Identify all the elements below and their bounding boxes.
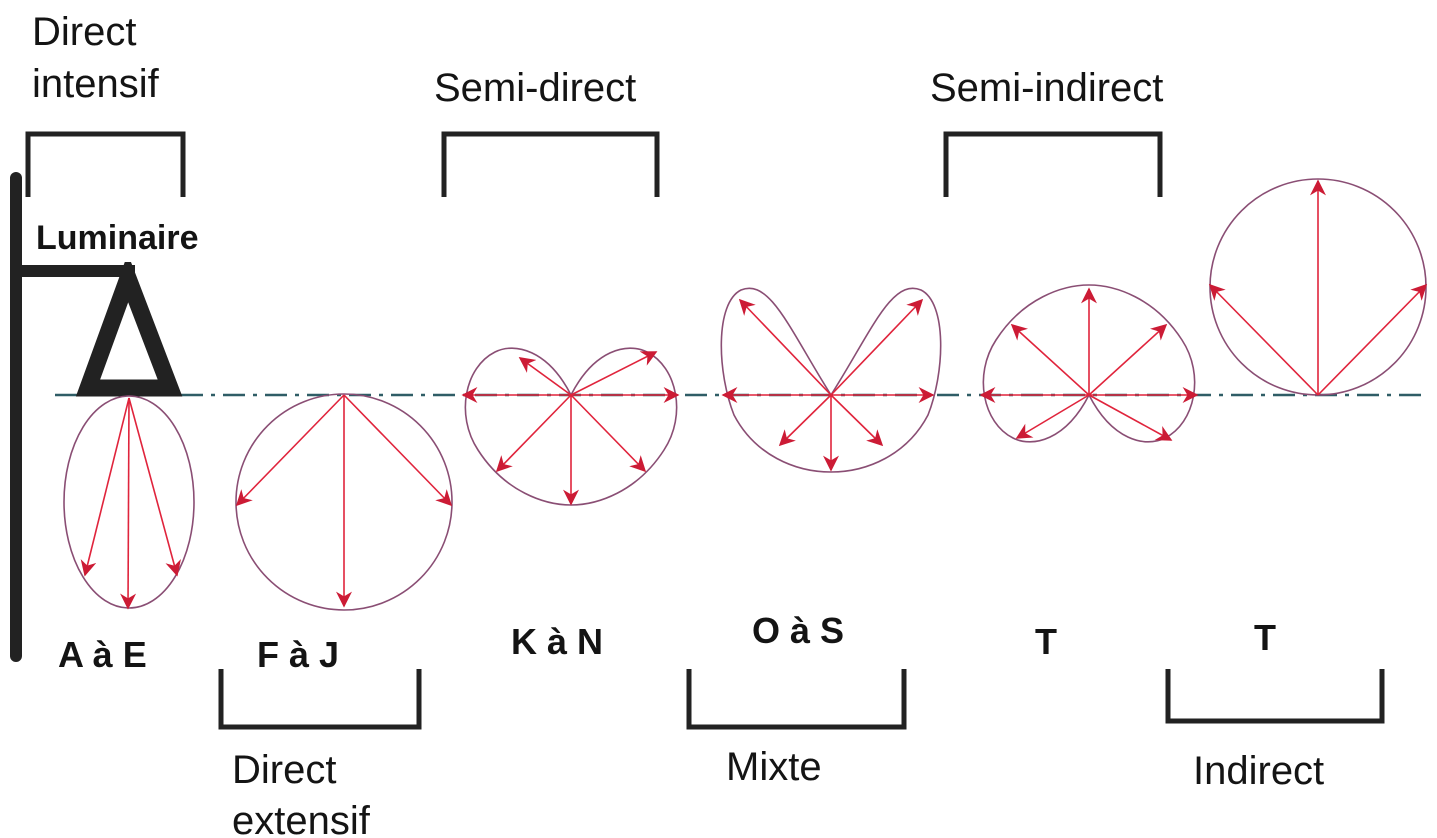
semi-indirect-arrow-6 — [1015, 394, 1090, 439]
bracket-direct-extensif — [218, 669, 422, 730]
label-semi-indirect: Semi-indirect — [930, 66, 1163, 110]
indirect-arrow-1 — [1208, 283, 1319, 396]
class-code-a-to-e: A à E — [58, 634, 147, 675]
bracket-direct-intensif — [25, 131, 186, 197]
mixte-arrow-5 — [830, 394, 884, 447]
direct-intensif-arrow-3 — [128, 397, 181, 577]
direct-extensif-arrow-1 — [235, 394, 345, 507]
curve-mixte — [720, 287, 942, 473]
bracket-semi-indirect — [943, 131, 1163, 197]
luminaire — [10, 172, 183, 662]
luminaire-label-backdrop — [22, 200, 288, 262]
indirect-arrow-3 — [1317, 283, 1428, 396]
direct-extensif-arrow-3 — [343, 394, 453, 507]
semi-direct-arrow-5 — [570, 394, 647, 473]
semi-direct-arrow-1 — [518, 357, 572, 396]
label-direct-extensif-line2: extensif — [232, 799, 371, 838]
top-brackets — [25, 131, 1163, 197]
luminaire-triangle-icon — [75, 253, 183, 397]
label-direct-extensif-line1: Direct — [232, 748, 336, 792]
mixte-arrow-1 — [738, 298, 832, 396]
label-direct-intensif-line2: intensif — [32, 62, 160, 106]
mixte-arrow-3 — [778, 394, 832, 447]
semi-direct-arrow-7 — [570, 351, 658, 396]
direct-intensif-arrow-2 — [120, 397, 137, 610]
semi-indirect-arrow-3 — [1088, 323, 1168, 396]
distribution-curves — [63, 178, 1428, 611]
semi-indirect-arrow-7 — [1088, 394, 1173, 441]
bottom-brackets — [218, 669, 1385, 730]
label-direct-intensif-line1: Direct — [32, 10, 136, 54]
bracket-indirect — [1165, 669, 1385, 724]
direct-intensif-arrow-1 — [80, 397, 130, 577]
class-code-o-to-s: O à S — [752, 610, 844, 651]
semi-indirect-arrow-1 — [1010, 323, 1090, 396]
label-indirect: Indirect — [1193, 749, 1324, 793]
luminaire-label: Luminaire — [36, 219, 198, 257]
class-code-f-to-j: F à J — [257, 634, 339, 675]
bracket-mixte — [686, 669, 907, 730]
semi-direct-arrow-3 — [495, 394, 572, 473]
class-code-t-semi-indirect: T — [1035, 621, 1057, 662]
mixte-arrow-7 — [830, 298, 924, 396]
class-code-k-to-n: K à N — [511, 621, 603, 662]
bracket-semi-direct — [441, 131, 660, 197]
label-semi-direct: Semi-direct — [434, 66, 636, 110]
class-code-t-indirect: T — [1254, 617, 1276, 658]
label-mixte: Mixte — [726, 745, 822, 789]
